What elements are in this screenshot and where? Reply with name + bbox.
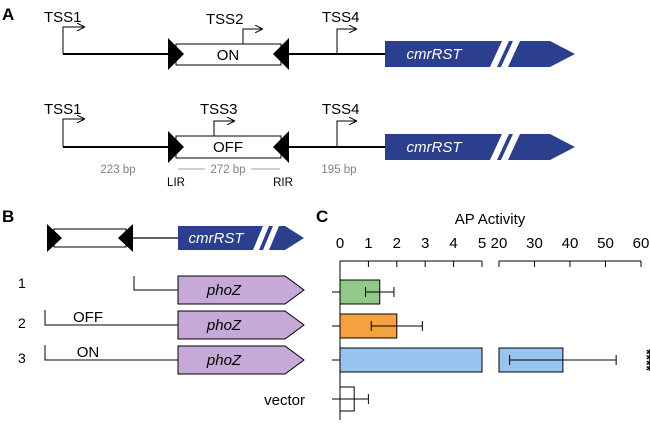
fragment-line [44,310,178,326]
tss1-label: TSS1 [44,9,82,26]
fragment-line [133,276,178,291]
invertible-element [53,228,127,248]
left-inverted-repeat [47,224,62,252]
x-tick-label: 20 [491,235,508,252]
significance-marker: **** [639,349,650,371]
cmrrst-gene-label: cmrRST [407,139,464,156]
right-inverted-repeat [273,38,289,70]
tss3-arrow [213,121,234,136]
phoz-label: phoZ [206,282,242,299]
panel-label-b: B [2,207,14,226]
switch-schematic: cmrRST [47,224,304,252]
cmrrst-gene-arrow [385,134,575,160]
construct-on: ON TSS1 TSS2 TSS4 cmrRST [44,9,575,70]
phoz-label: phoZ [206,352,242,369]
phoz-reporter-arrow [177,275,305,305]
tss1-arrow [62,119,84,147]
tss2-label: TSS2 [206,11,244,28]
category-label-vector: vector [264,392,305,409]
x-tick-label: 40 [562,235,579,252]
tss1-arrow [62,27,84,54]
x-tick-label: 4 [449,235,457,252]
gene-break-mark [501,41,520,67]
right-inverted-repeat [118,224,133,252]
tss1-label: TSS1 [44,101,82,118]
gene-break-mark [263,226,279,250]
phoz-label: phoZ [206,317,242,334]
cmrrst-gene-arrow [385,41,575,67]
tss4-label: TSS4 [322,101,360,118]
gene-break-mark [501,134,520,160]
orientation-label: OFF [73,309,103,326]
right-inverted-repeat [273,131,289,163]
panel-label-c: C [316,207,328,226]
mid-length-label: 272 bp [210,164,245,176]
right-length-label: 195 bp [321,164,356,176]
reporter-row-1: 1 phoZ [18,275,305,305]
ap-activity-chart: 0 1 2 3 4 5 20 30 40 50 60 **** vector [264,235,650,420]
tss4-arrow [336,29,356,54]
bar-3-part-1 [339,347,483,373]
left-length-label: 223 bp [100,164,135,176]
axis-title: AP Activity [455,211,526,228]
x-tick-label: 5 [478,235,486,252]
construct-off: OFF TSS1 TSS3 TSS4 cmrRST 223 bp 272 bp … [44,101,575,189]
phoz-reporter-arrow [177,345,305,375]
tss2-arrow [242,29,262,44]
left-inverted-repeat [168,38,184,70]
cmrrst-gene-label: cmrRST [407,46,464,63]
tss3-label: TSS3 [200,101,238,118]
x-tick-label: 2 [393,235,401,252]
orientation-label: ON [77,344,100,361]
x-tick-label: 1 [364,235,372,252]
reporter-row-2: 2 OFF phoZ [18,309,305,340]
gene-break-mark [490,41,509,67]
panel-label-a: A [2,5,14,24]
tss4-label: TSS4 [322,9,360,26]
x-tick-label: 60 [633,235,650,252]
x-tick-label: 3 [421,235,429,252]
switch-state-label: ON [217,47,240,64]
tss4-arrow [336,121,356,147]
switch-state-label: OFF [213,139,243,156]
row-number-label: 3 [18,350,26,366]
fragment-line [44,345,178,361]
phoz-reporter-arrow [177,310,305,340]
row-number-label: 1 [18,275,26,291]
row-number-label: 2 [18,315,26,331]
gene-break-mark [253,226,269,250]
gene-break-mark [490,134,509,160]
x-tick-label: 0 [336,235,344,252]
left-inverted-repeat [168,131,184,163]
lir-label: LIR [167,177,185,189]
x-tick-label: 50 [597,235,614,252]
cmrrst-gene-label: cmrRST [189,230,246,247]
x-tick-label: 30 [526,235,543,252]
rir-label: RIR [273,177,293,189]
reporter-row-3: 3 ON phoZ [18,344,305,375]
